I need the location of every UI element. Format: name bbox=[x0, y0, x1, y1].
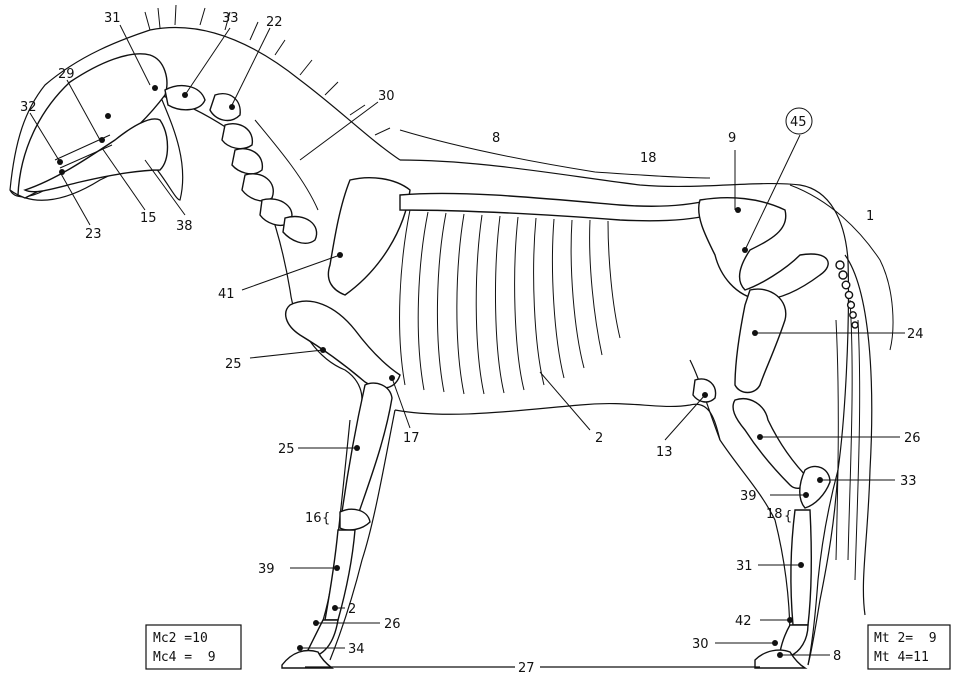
label-39-fore: 39 bbox=[258, 562, 275, 577]
label-16-brace: { bbox=[322, 511, 330, 526]
label-32: 32 bbox=[20, 100, 37, 115]
label-38: 38 bbox=[176, 219, 193, 234]
scapula-bone bbox=[328, 178, 410, 295]
ribcage bbox=[400, 210, 620, 394]
tail-outline bbox=[845, 255, 872, 615]
label-42: 42 bbox=[735, 614, 752, 629]
patella-bone bbox=[693, 379, 716, 402]
label-30-top: 30 bbox=[378, 89, 395, 104]
label-31-hind: 31 bbox=[736, 559, 753, 574]
label-22: 22 bbox=[266, 15, 283, 30]
label-17: 17 bbox=[403, 431, 420, 446]
label-31-top: 31 bbox=[104, 11, 121, 26]
label-33-top: 33 bbox=[222, 11, 239, 26]
labels: 31 33 22 29 32 30 15 23 38 8 18 9 45 1 4… bbox=[20, 11, 924, 676]
metacarpal-box: Mc2 =10 Mc4 = 9 bbox=[146, 625, 241, 669]
tibia-bone bbox=[733, 399, 810, 489]
label-39-hind: 39 bbox=[740, 489, 757, 504]
humerus-bone bbox=[286, 301, 400, 388]
label-33-hind: 33 bbox=[900, 474, 917, 489]
label-23: 23 bbox=[85, 227, 102, 242]
label-34: 34 bbox=[348, 642, 365, 657]
label-25-foreleg: 25 bbox=[278, 442, 295, 457]
label-15: 15 bbox=[140, 211, 157, 226]
label-25-shoulder: 25 bbox=[225, 357, 242, 372]
label-9: 9 bbox=[728, 131, 736, 146]
label-18-top: 18 bbox=[640, 151, 657, 166]
label-24: 24 bbox=[907, 327, 924, 342]
landmark-dots bbox=[57, 85, 823, 658]
label-27: 27 bbox=[518, 661, 535, 676]
label-13: 13 bbox=[656, 445, 673, 460]
label-18-hind-brace: { bbox=[784, 509, 792, 524]
label-26-fore: 26 bbox=[384, 617, 401, 632]
radius-bone bbox=[342, 383, 392, 518]
metatarsal-box-line2: Mt 4=11 bbox=[874, 650, 929, 665]
hock-bone bbox=[800, 466, 830, 508]
label-18-hind: 18 bbox=[766, 507, 783, 522]
metatarsal-box-line1: Mt 2= 9 bbox=[874, 631, 937, 646]
label-29: 29 bbox=[58, 67, 75, 82]
label-2-fore: 2 bbox=[348, 602, 356, 617]
fore-hoof bbox=[282, 651, 332, 668]
metatarsal-box: Mt 2= 9 Mt 4=11 bbox=[868, 625, 950, 669]
thoracic-spine bbox=[400, 193, 710, 220]
belly-outline bbox=[395, 404, 720, 440]
label-8-hind: 8 bbox=[833, 649, 841, 664]
label-26-hind: 26 bbox=[904, 431, 921, 446]
metacarpal-box-line2: Mc4 = 9 bbox=[153, 650, 216, 665]
label-1: 1 bbox=[866, 209, 874, 224]
carpus-bone bbox=[340, 509, 370, 530]
femur-bone bbox=[735, 289, 786, 392]
caudal-vertebrae bbox=[836, 261, 858, 328]
pelvis-bone bbox=[699, 198, 829, 300]
label-16: 16 bbox=[305, 511, 322, 526]
skeleton bbox=[18, 54, 893, 668]
label-2-belly: 2 bbox=[595, 431, 603, 446]
label-8-top: 8 bbox=[492, 131, 500, 146]
metacarpal-box-line1: Mc2 =10 bbox=[153, 631, 208, 646]
label-30-hind: 30 bbox=[692, 637, 709, 652]
back-bracket bbox=[400, 130, 710, 178]
label-41: 41 bbox=[218, 287, 235, 302]
label-45: 45 bbox=[790, 115, 807, 130]
